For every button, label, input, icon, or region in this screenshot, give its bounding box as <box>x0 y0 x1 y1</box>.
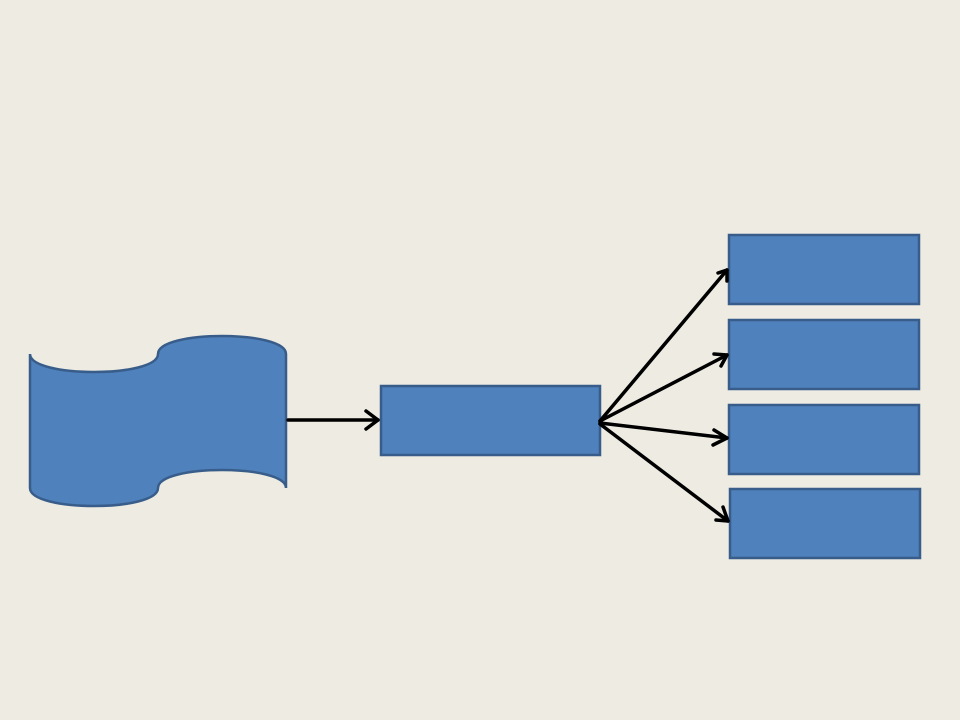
process-box[interactable] <box>379 384 602 457</box>
connector-to-output-2 <box>598 353 729 423</box>
output-box-1[interactable] <box>727 233 921 306</box>
arrowhead-output-1 <box>716 268 729 283</box>
arrowhead-output-3 <box>711 428 729 447</box>
source-tape-shape[interactable] <box>28 334 288 508</box>
arrowhead-output-2 <box>712 352 729 368</box>
output-box-4[interactable] <box>728 487 922 560</box>
connector-to-output-1 <box>598 268 729 423</box>
connector-group <box>286 268 730 523</box>
arrowhead-process <box>364 409 380 431</box>
arrowhead-output-4 <box>714 505 730 523</box>
output-box-3[interactable] <box>727 403 921 476</box>
output-box-2[interactable] <box>727 318 921 391</box>
connector-to-output-4 <box>598 422 730 523</box>
connector-to-output-3 <box>598 421 729 440</box>
